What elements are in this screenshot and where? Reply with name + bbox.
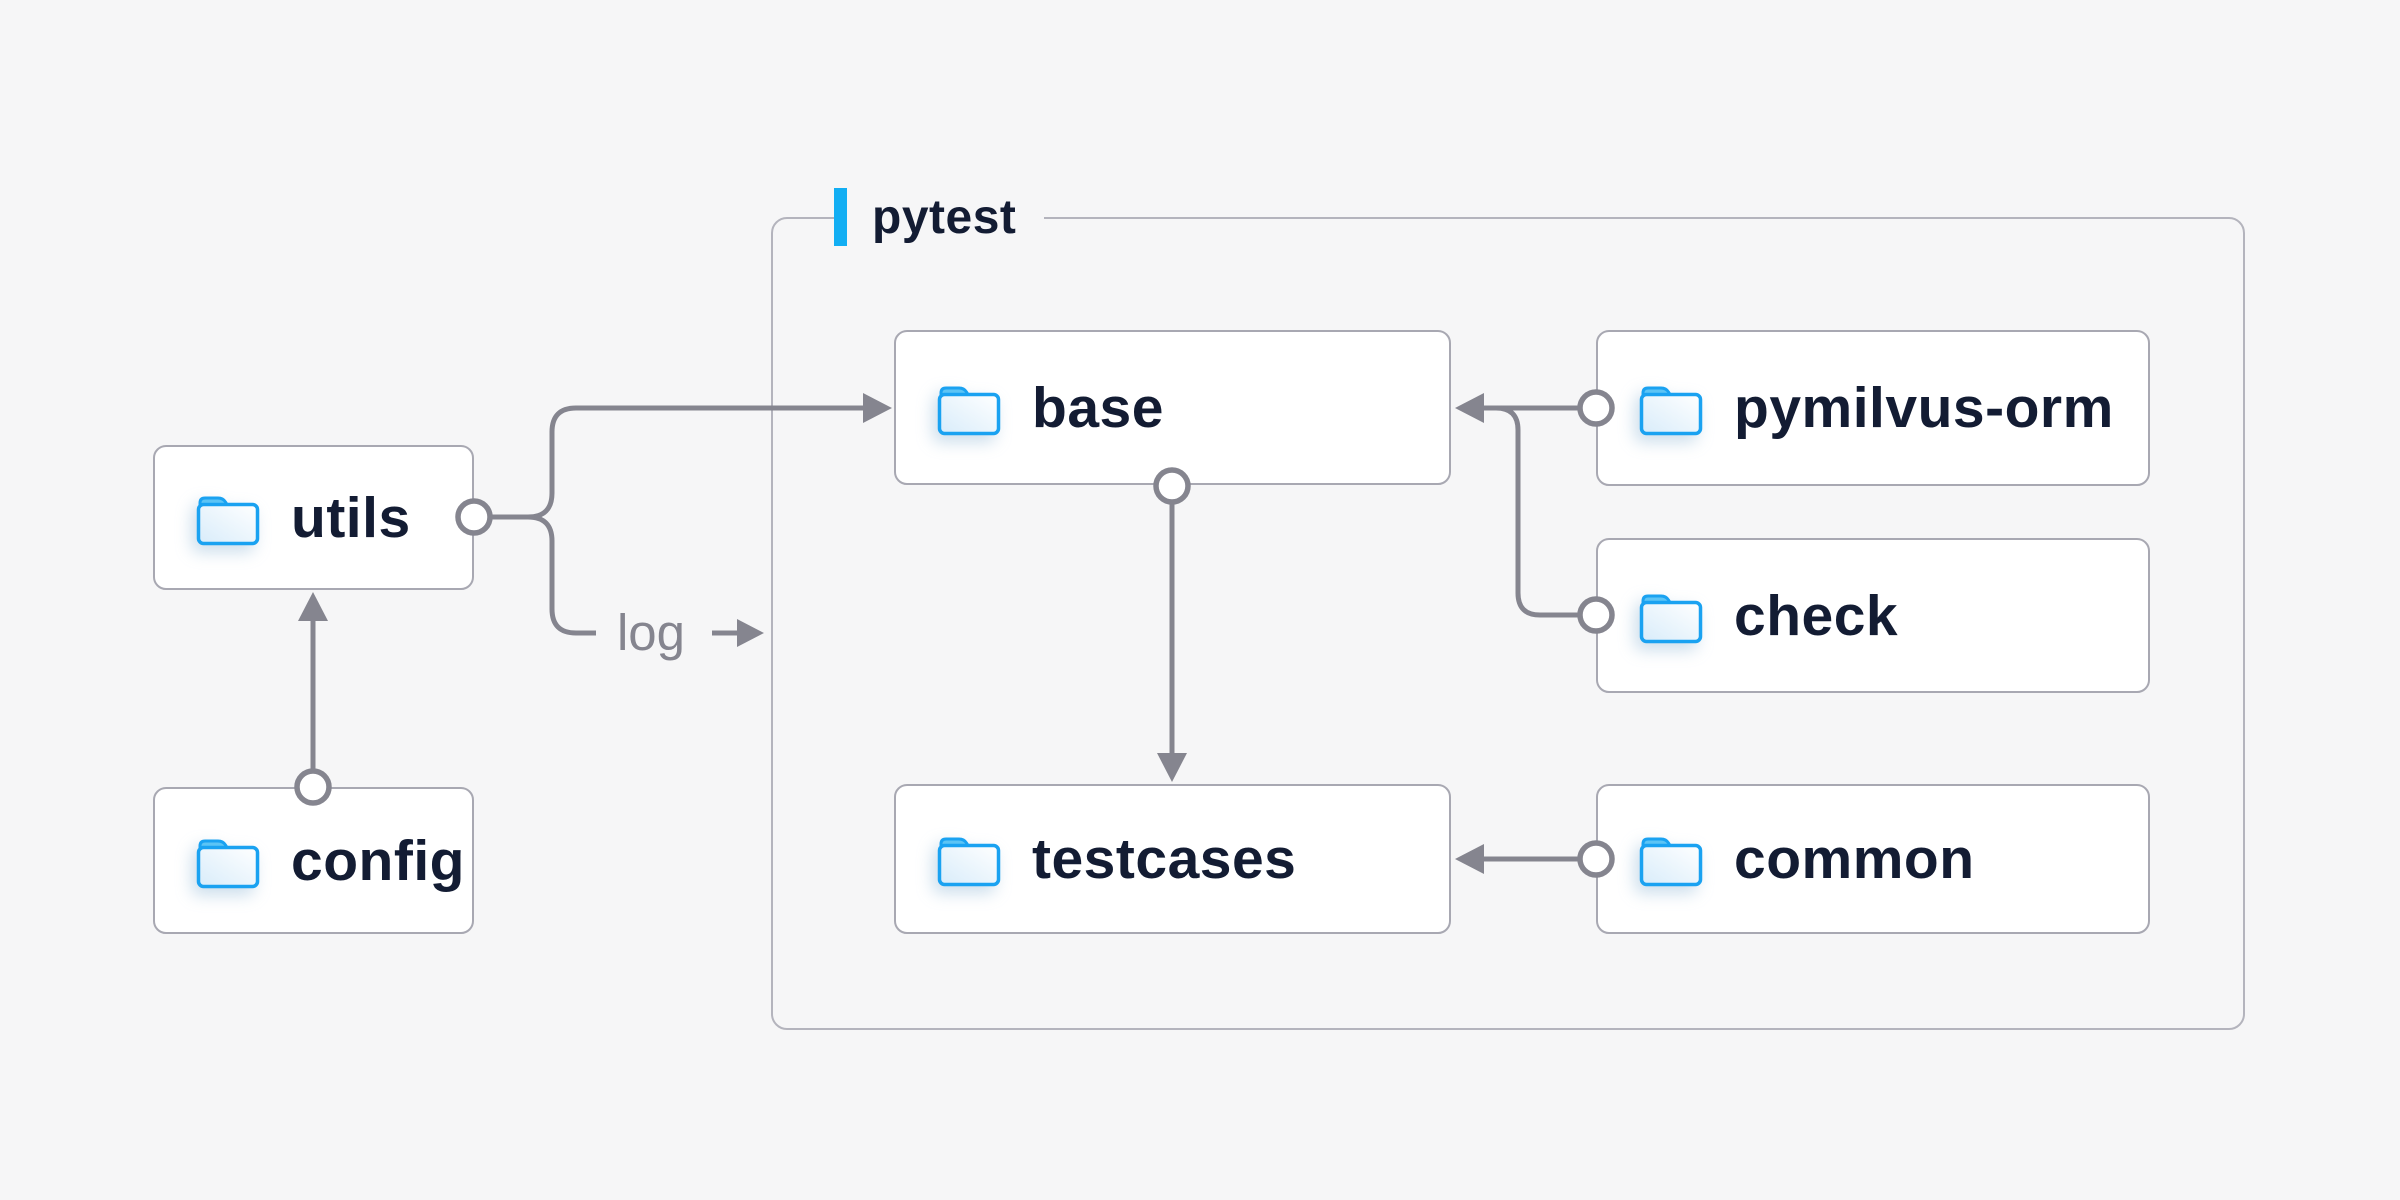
edge-label-log: log [616,604,686,661]
accent-bar-icon [834,188,847,246]
folder-icon [1639,386,1703,436]
node-label-testcases: testcases [1032,827,1297,891]
pytest-group-label-text: pytest [872,190,1017,244]
node-config: config [153,787,474,934]
folder-icon [1639,594,1703,643]
folder-icon [196,839,260,888]
folder-icon [937,837,1001,887]
node-label-pymilvus-orm: pymilvus-orm [1734,376,2114,440]
node-pymilvus-orm: pymilvus-orm [1596,330,2150,486]
folder-icon [937,386,1001,435]
node-testcases: testcases [894,784,1451,934]
folder-icon [1639,837,1703,887]
pytest-group-label: pytest [834,186,1045,248]
node-label-base: base [1032,375,1164,440]
pytest-group-box [771,217,2245,1030]
node-utils: utils [153,445,474,590]
node-label-utils: utils [291,485,411,550]
node-common: common [1596,784,2150,934]
arrowhead-log [737,619,764,647]
node-label-common: common [1734,827,1975,891]
arrowhead-into-utils-bottom [298,592,328,621]
node-base: base [894,330,1451,485]
node-label-config: config [291,828,465,893]
node-check: check [1596,538,2150,693]
folder-icon [196,496,260,545]
edge-utils-log [490,514,596,636]
node-label-check: check [1734,583,1899,648]
